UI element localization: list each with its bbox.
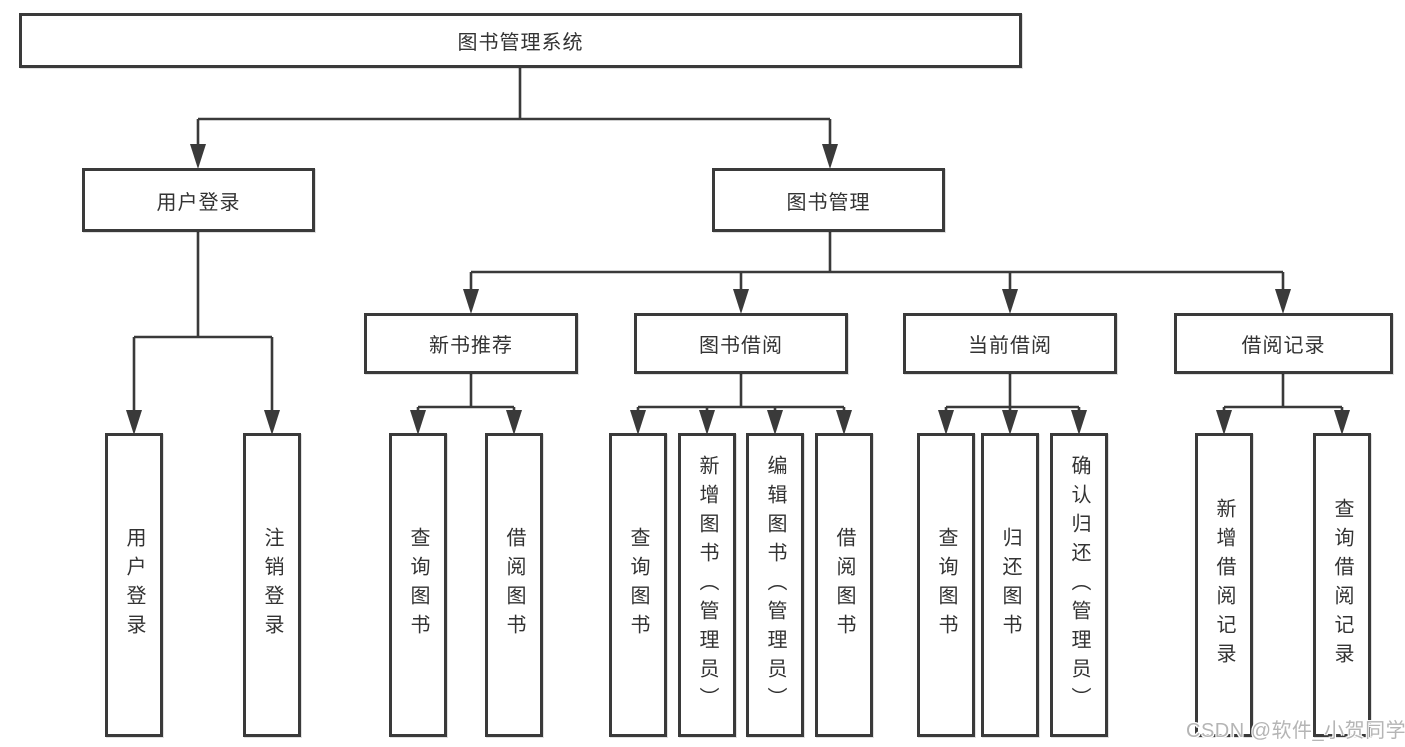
node-user-login: 用户登录 [82, 168, 315, 232]
leaf-label: 查询图书 [407, 527, 429, 643]
node-borrowing-records: 借阅记录 [1174, 313, 1393, 374]
leaf-label: 借阅图书 [503, 527, 525, 643]
leaf-logout: 注销登录 [243, 433, 301, 737]
leaf-label: 用户登录 [123, 527, 145, 643]
node-label: 借阅记录 [1241, 335, 1326, 357]
leaf-add-book-admin: 新增图书（管理员） [678, 433, 736, 737]
leaf-query-books-recommend: 查询图书 [389, 433, 447, 737]
leaf-borrow-books-borrowing: 借阅图书 [815, 433, 873, 737]
node-book-borrowing: 图书借阅 [634, 313, 848, 374]
watermark: CSDN @软件_小贺同学 [1186, 720, 1405, 742]
node-label: 当前借阅 [968, 335, 1052, 357]
leaf-label: 查询图书 [935, 527, 957, 643]
leaf-query-books-borrowing: 查询图书 [609, 433, 667, 737]
leaf-label: 归还图书 [999, 527, 1021, 643]
node-label: 图书管理 [786, 191, 871, 214]
leaf-confirm-return-admin: 确认归还（管理员） [1050, 433, 1108, 737]
leaf-label: 查询图书 [627, 527, 649, 643]
leaf-label: 注销登录 [261, 527, 283, 643]
node-label: 图书借阅 [699, 335, 783, 357]
leaf-label: 新增借阅记录 [1213, 498, 1235, 672]
node-current-borrowing: 当前借阅 [903, 313, 1117, 374]
leaf-return-book: 归还图书 [981, 433, 1039, 737]
leaf-borrow-books-recommend: 借阅图书 [485, 433, 543, 737]
node-label: 新书推荐 [429, 335, 513, 357]
leaf-add-borrow-record: 新增借阅记录 [1195, 433, 1253, 737]
leaf-user-login: 用户登录 [105, 433, 163, 737]
leaf-query-borrow-record: 查询借阅记录 [1313, 433, 1371, 737]
leaf-label: 确认归还（管理员） [1068, 454, 1090, 716]
leaf-label: 新增图书（管理员） [696, 454, 718, 716]
node-label: 图书管理系统 [457, 32, 584, 54]
node-label: 用户登录 [156, 191, 241, 214]
leaf-edit-book-admin: 编辑图书（管理员） [746, 433, 804, 737]
node-book-management: 图书管理 [712, 168, 945, 232]
node-library-management-system: 图书管理系统 [19, 13, 1022, 68]
leaf-query-books-current: 查询图书 [917, 433, 975, 737]
leaf-label: 借阅图书 [833, 527, 855, 643]
node-new-book-recommend: 新书推荐 [364, 313, 578, 374]
leaf-label: 编辑图书（管理员） [764, 454, 786, 716]
leaf-label: 查询借阅记录 [1331, 498, 1353, 672]
